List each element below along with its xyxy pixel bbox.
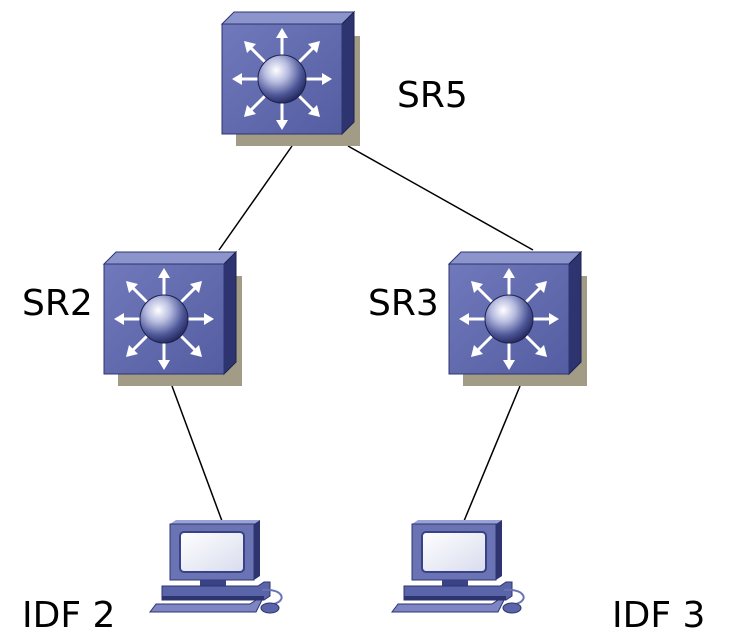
links [171, 145, 534, 522]
link-sr5-sr2 [218, 145, 293, 251]
link-sr5-sr3 [347, 145, 534, 251]
sr3-router-switch-icon [447, 250, 589, 388]
sr5-router-switch-icon [220, 10, 362, 148]
sr2-router-switch-icon [102, 250, 244, 388]
idf2-label: IDF 2 [22, 595, 116, 636]
idf3-workstation-icon [391, 519, 525, 614]
sr5-label: SR5 [397, 75, 468, 116]
idf2-workstation-icon [149, 519, 283, 614]
sr3-label: SR3 [368, 283, 439, 324]
idf3-label: IDF 3 [612, 595, 706, 636]
sr2-label: SR2 [22, 283, 93, 324]
link-sr2-idf2 [171, 385, 223, 522]
link-sr3-idf3 [463, 385, 521, 522]
